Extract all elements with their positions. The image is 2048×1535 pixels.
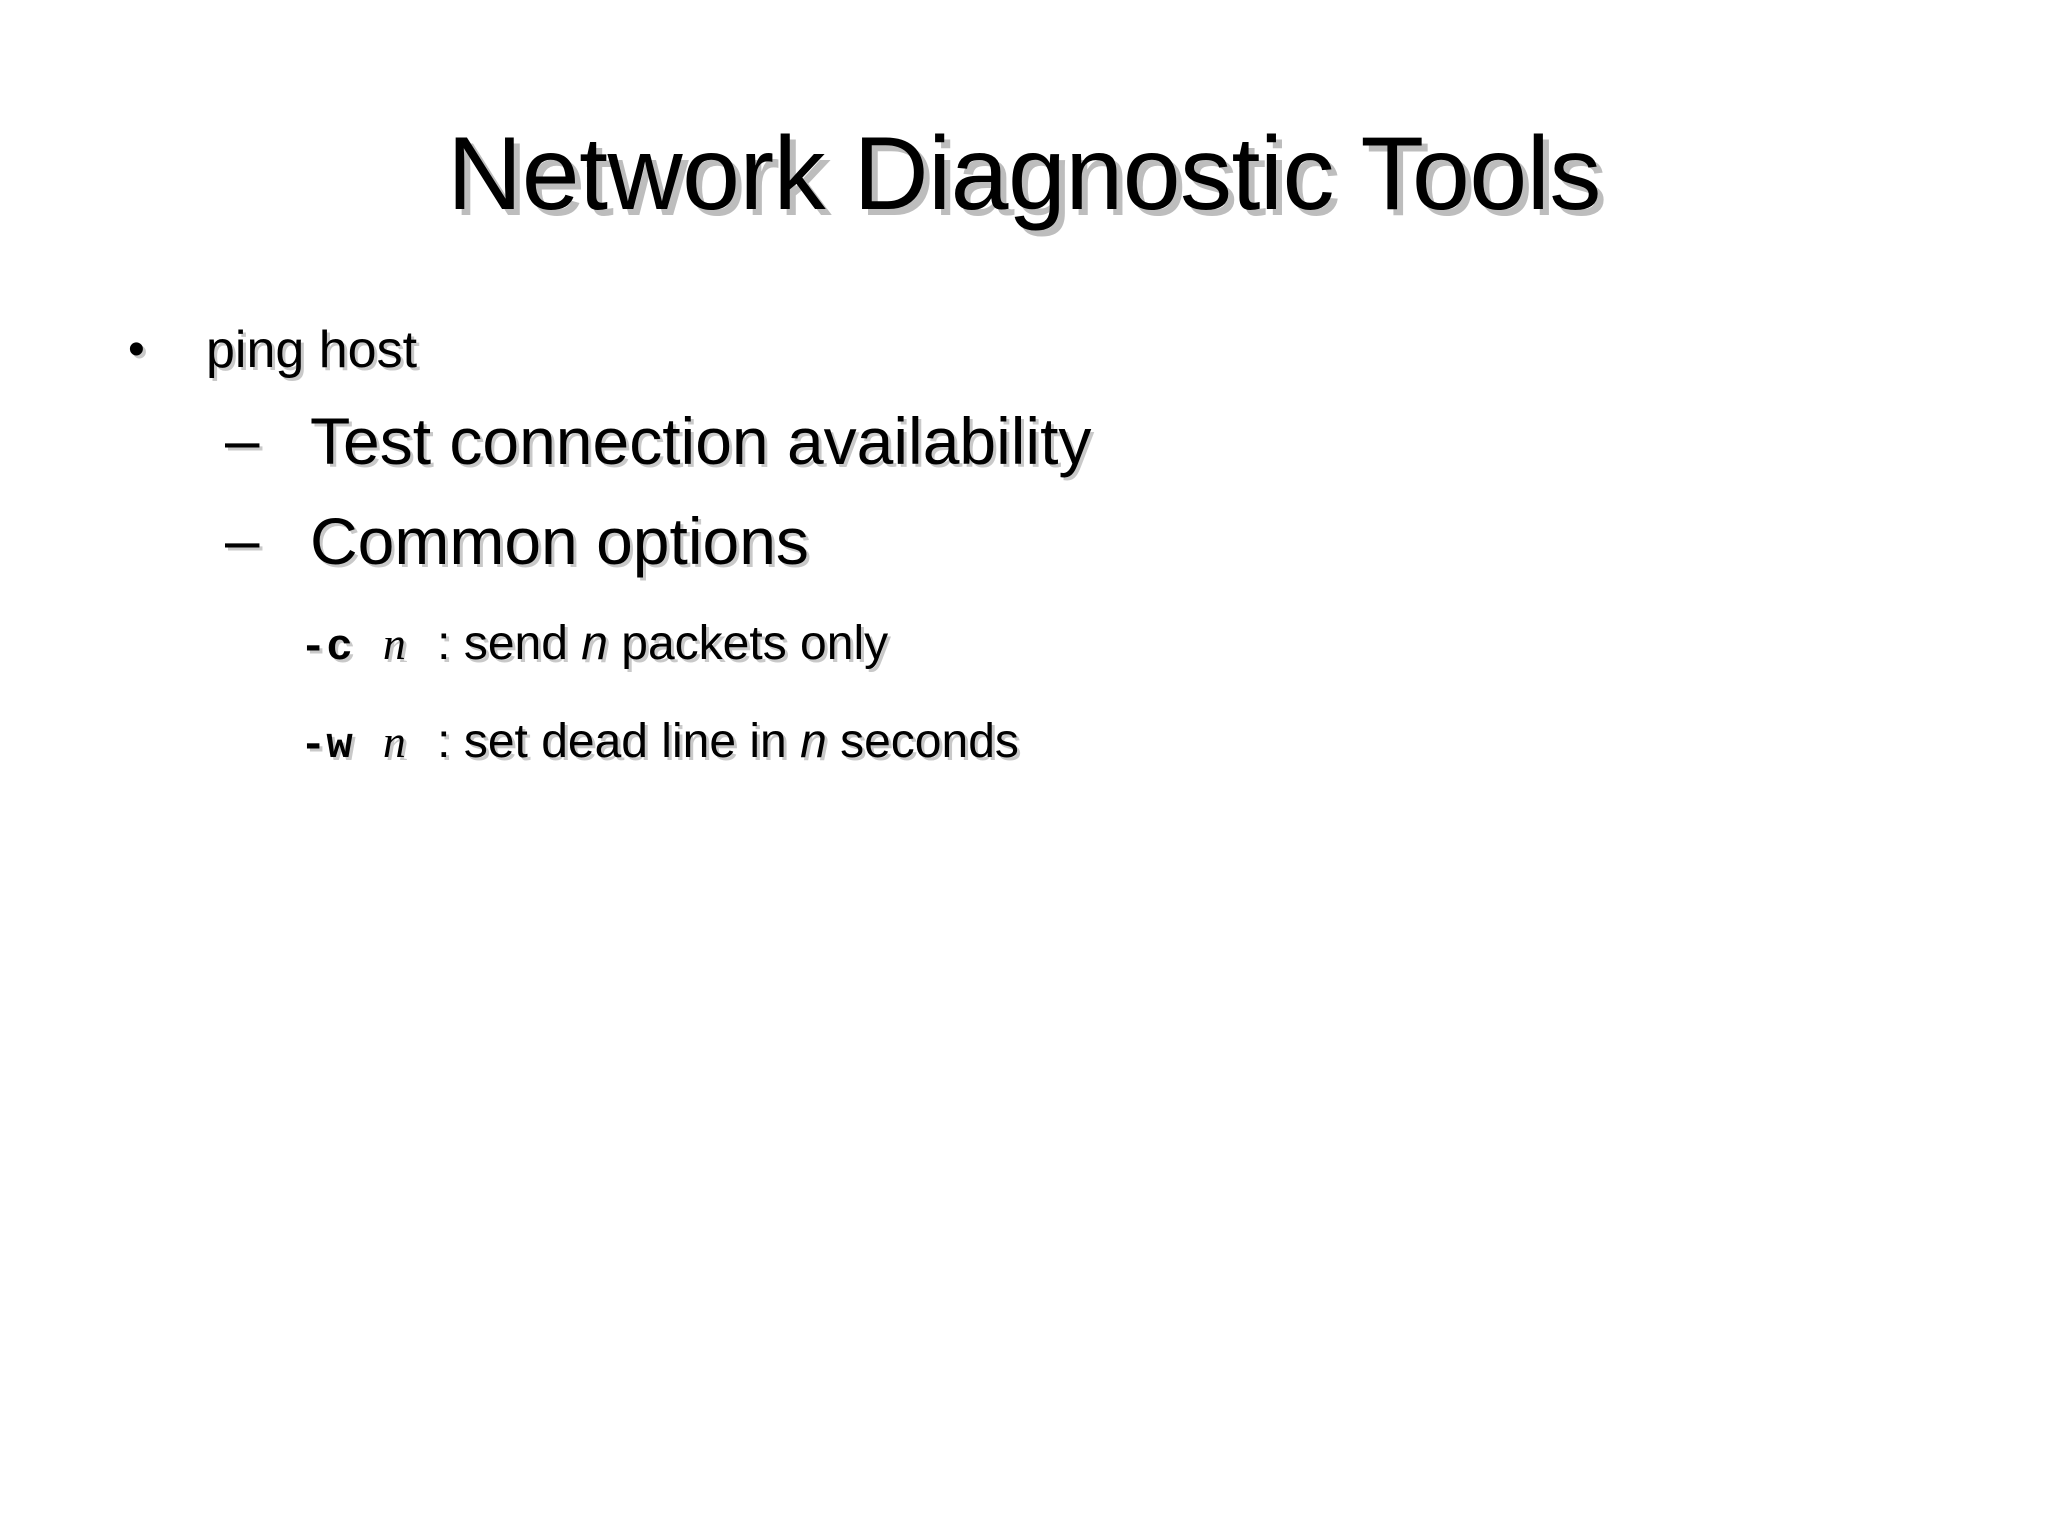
outline-text-ping-host: ping host: [206, 321, 418, 379]
slide-body-outline: • ping host – Test connection availabili…: [0, 318, 2048, 778]
outline-text-common-options: Common options: [310, 504, 809, 578]
option-separator-c: : send: [423, 617, 582, 670]
option-line-w: -w n : set dead line in n seconds: [300, 710, 1019, 778]
outline-item-level3-option-w: -w n : set dead line in n seconds: [0, 710, 2048, 778]
outline-item-level2-common-options: – Common options: [0, 500, 2048, 582]
option-arg-w: n: [382, 716, 406, 767]
slide-title: Network Diagnostic Tools: [447, 116, 1601, 232]
option-separator-w: : set dead line in: [423, 715, 801, 768]
option-flag-c: -c: [300, 623, 353, 673]
option-arg2-c: n: [581, 617, 608, 670]
option-tail-c: packets only: [607, 617, 889, 670]
option-flag-w: -w: [300, 721, 353, 771]
bullet-dash-icon: –: [225, 406, 260, 475]
bullet-dash-icon: –: [225, 506, 260, 575]
outline-item-level1: • ping host: [0, 318, 2048, 382]
option-arg2-w: n: [800, 715, 827, 768]
outline-item-level3-option-c: -c n : send n packets only: [0, 612, 2048, 680]
bullet-dot-icon: •: [128, 323, 145, 376]
option-arg-c: n: [382, 618, 406, 669]
outline-text-test-connection-availability: Test connection availability: [310, 404, 1092, 478]
outline-item-level2-test-connection: – Test connection availability: [0, 400, 2048, 482]
option-tail-w: seconds: [826, 715, 1019, 768]
option-line-c: -c n : send n packets only: [300, 612, 888, 680]
